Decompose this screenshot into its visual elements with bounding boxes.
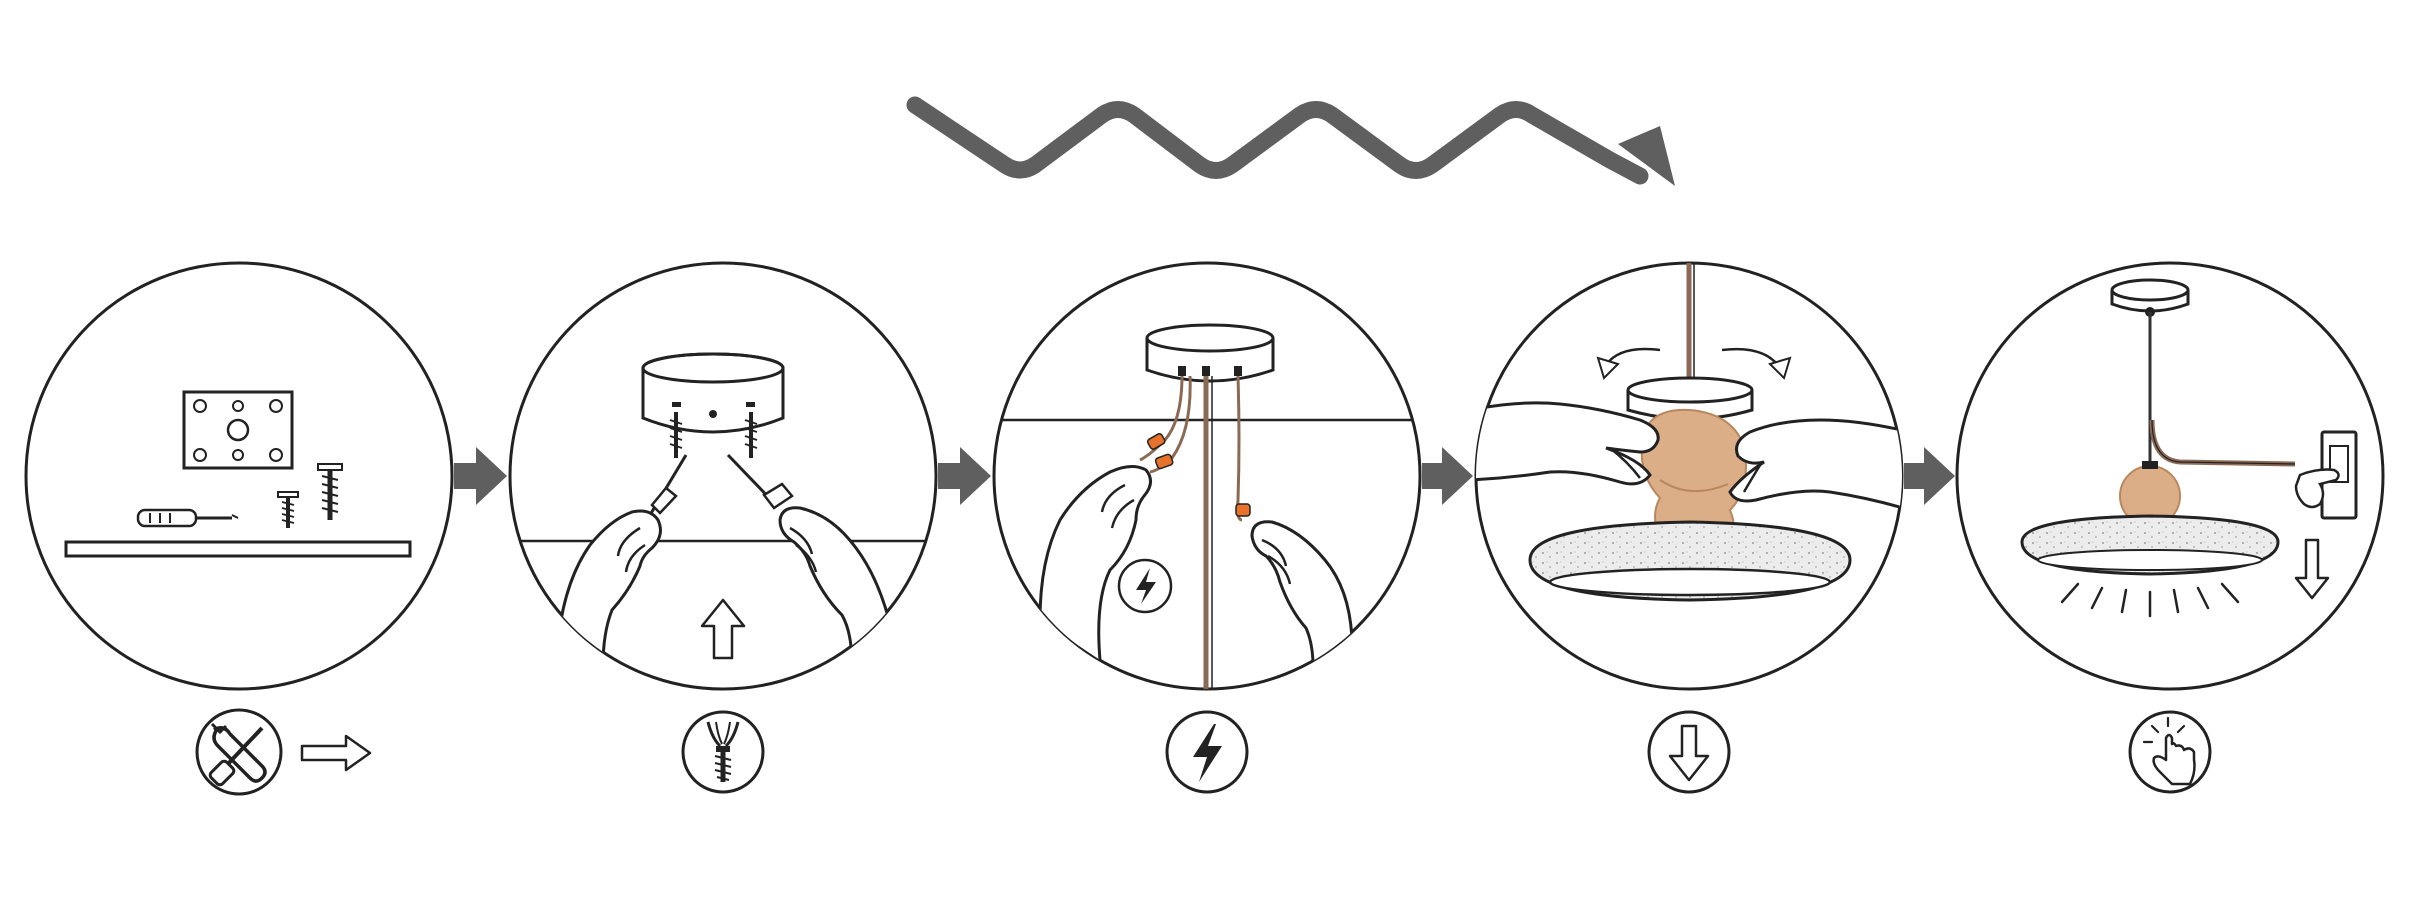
- touch-finger-icon: [2128, 710, 2212, 794]
- right-hand-holding: [1728, 418, 1902, 512]
- screw-anchor-icon: [681, 710, 765, 794]
- step-arrow-4: [1904, 447, 1955, 505]
- board: [64, 540, 412, 558]
- wooden-ball: [1640, 408, 1747, 544]
- ceiling-canopy: [641, 352, 785, 434]
- step-4-attach-shade: [1474, 261, 1904, 691]
- anchor-screw-left: [669, 412, 683, 458]
- step-5-switch-on-light: [1955, 261, 2385, 691]
- step-1-tools-and-parts: [24, 261, 454, 691]
- lamp-shade: [1528, 520, 1852, 602]
- arrow-right-icon: [300, 734, 372, 772]
- step-2-mount-ceiling-plate: [508, 261, 938, 691]
- arrow-down-icon: [1647, 710, 1731, 794]
- anchor-screw-right: [744, 412, 758, 458]
- left-hand-wires: [1038, 465, 1152, 661]
- wire-connector: [1235, 503, 1251, 517]
- ceiling-canopy: [1145, 323, 1275, 383]
- hand-pressing-switch: [2294, 468, 2340, 509]
- screwdriver: [136, 508, 239, 528]
- right-hand-wires: [1250, 520, 1354, 689]
- rotate-left-icon: [1596, 347, 1661, 380]
- zigzag-flow-arrow: [906, 96, 1675, 186]
- mounting-plate: [182, 390, 294, 470]
- step-arrow-3: [1422, 447, 1473, 505]
- lightning-icon: [1165, 710, 1249, 794]
- step-3-connect-wires: [992, 261, 1422, 691]
- step-arrow-2: [938, 447, 991, 505]
- screw-large: [317, 463, 343, 520]
- step-arrow-1: [454, 447, 507, 505]
- wire-connector: [1154, 453, 1174, 470]
- screw-small: [277, 491, 299, 528]
- arrow-down-icon: [2294, 538, 2330, 600]
- light-rays: [2060, 582, 2240, 618]
- tools-icon: [195, 708, 283, 796]
- lamp-shade: [2020, 514, 2280, 576]
- left-hand-holding: [1476, 401, 1660, 486]
- ceiling-canopy: [2110, 278, 2190, 317]
- lightning-icon: [1117, 558, 1173, 614]
- wire-connector: [1146, 433, 1166, 450]
- up-arrow-icon: [700, 598, 746, 660]
- rotate-right-icon: [1721, 347, 1792, 380]
